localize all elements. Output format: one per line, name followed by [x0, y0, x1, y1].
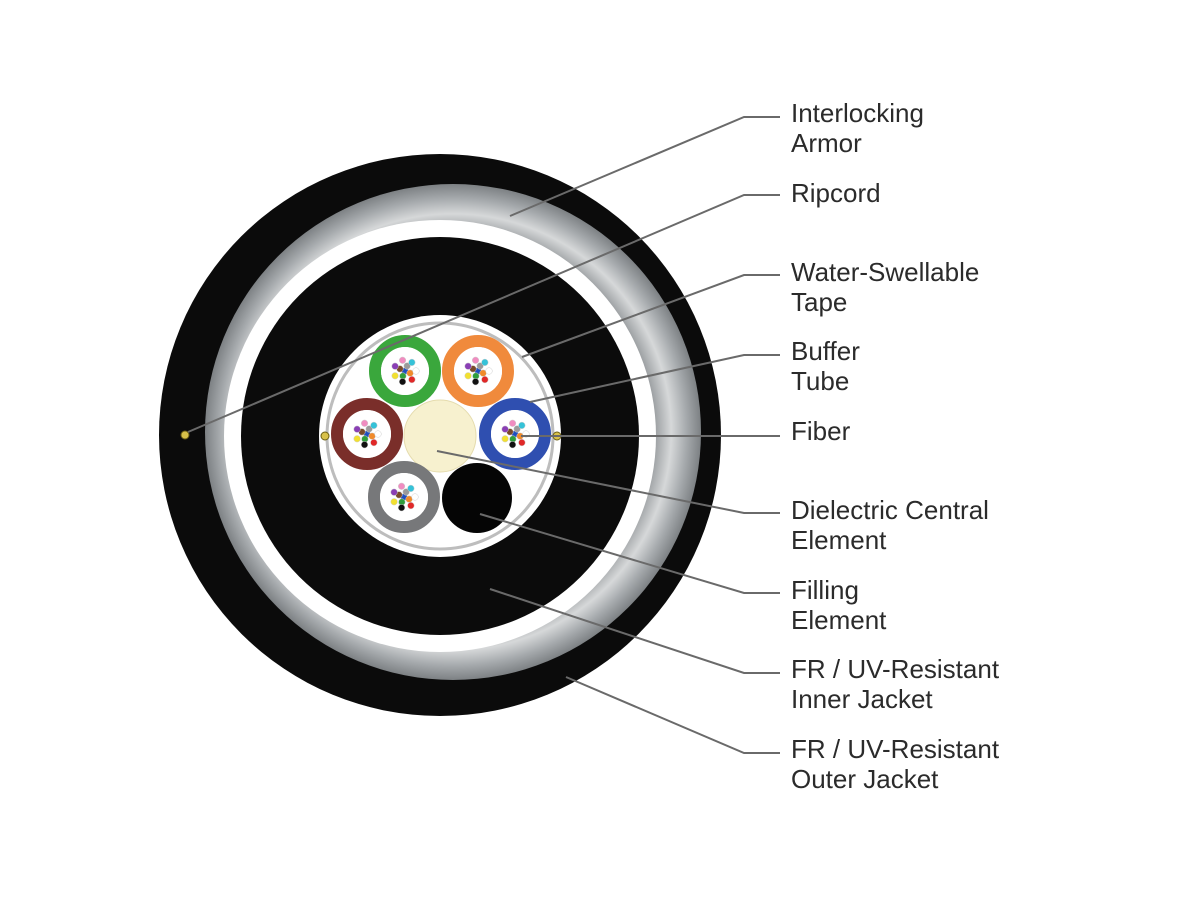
fiber: [481, 376, 489, 384]
ripcord-marker: [180, 430, 190, 440]
buffer-tube: [442, 335, 514, 407]
leader-line: [187, 194, 780, 433]
label-line: Tape: [791, 287, 847, 317]
label-line: Water-Swellable: [791, 257, 979, 287]
label-ripcord: Ripcord: [791, 178, 881, 208]
label-buffer-tube: Buffer Tube: [791, 336, 867, 396]
fiber: [518, 421, 526, 429]
fiber: [370, 421, 378, 429]
buffer-tube: [479, 398, 551, 470]
fiber: [405, 495, 413, 503]
fiber: [464, 362, 472, 370]
leader-line: [436, 450, 780, 514]
label-inner-jacket: FR / UV-Resistant Inner Jacket: [791, 654, 1006, 714]
fiber: [398, 504, 406, 512]
fiber: [472, 378, 480, 386]
label-dielectric-central-element: Dielectric Central Element: [791, 495, 996, 555]
fiber: [481, 358, 489, 366]
fiber: [368, 432, 376, 440]
fiber: [403, 362, 411, 370]
fiber: [365, 425, 373, 433]
fiber: [370, 439, 378, 447]
fiber: [374, 430, 382, 438]
label-line: FR / UV-Resistant: [791, 654, 1000, 684]
fiber: [407, 502, 415, 510]
fiber: [402, 488, 410, 496]
buffer-tube: [331, 398, 403, 470]
fiber: [361, 441, 369, 449]
fiber: [479, 369, 487, 377]
leader-line: [479, 513, 780, 594]
buffer-tube-wall: [369, 335, 441, 407]
label-line: Filling: [791, 575, 859, 605]
label-line: Ripcord: [791, 178, 881, 208]
fiber: [408, 376, 416, 384]
leader-line: [489, 588, 780, 674]
fiber: [407, 484, 415, 492]
label-line: Armor: [791, 128, 862, 158]
fiber: [518, 439, 526, 447]
label-line: FR / UV-Resistant: [791, 734, 1000, 764]
fiber: [399, 356, 407, 364]
label-outer-jacket: FR / UV-Resistant Outer Jacket: [791, 734, 1006, 794]
buffer-tube: [368, 461, 440, 533]
label-line: Fiber: [791, 416, 851, 446]
fiber: [501, 435, 509, 443]
fiber: [390, 498, 398, 506]
label-line: Dielectric Central: [791, 495, 989, 525]
leader-line: [509, 116, 780, 217]
label-line: Outer Jacket: [791, 764, 939, 794]
label-water-swellable-tape: Water-Swellable Tape: [791, 257, 987, 317]
label-line: Buffer: [791, 336, 860, 366]
label-fiber: Fiber: [791, 416, 851, 446]
fiber: [513, 425, 521, 433]
label-line: Element: [791, 605, 887, 635]
fiber: [476, 362, 484, 370]
buffer-tube-wall: [479, 398, 551, 470]
label-line: Element: [791, 525, 887, 555]
buffer-tube-wall: [368, 461, 440, 533]
filling-element: [442, 463, 512, 533]
leader-line: [521, 274, 780, 358]
fiber: [353, 425, 361, 433]
fiber: [509, 419, 517, 427]
label-line: Tube: [791, 366, 849, 396]
fiber: [406, 369, 414, 377]
leader-line: [529, 354, 780, 403]
leader-line: [565, 676, 780, 754]
fiber: [411, 493, 419, 501]
label-line: Interlocking: [791, 98, 924, 128]
fiber: [464, 372, 472, 380]
label-interlocking-armor: Interlocking Armor: [791, 98, 931, 158]
fiber: [485, 367, 493, 375]
buffer-tube: [369, 335, 441, 407]
buffer-tube-wall: [331, 398, 403, 470]
label-filling-element: Filling Element: [791, 575, 887, 635]
label-line: Inner Jacket: [791, 684, 933, 714]
fiber: [398, 482, 406, 490]
fiber: [391, 362, 399, 370]
fiber: [408, 358, 416, 366]
fiber: [412, 367, 420, 375]
fiber: [501, 425, 509, 433]
fiber: [361, 419, 369, 427]
fiber: [391, 372, 399, 380]
fiber: [509, 441, 517, 449]
fiber: [390, 488, 398, 496]
fiber: [353, 435, 361, 443]
ripcord-marker: [320, 431, 330, 441]
dielectric-central-element: [403, 399, 477, 473]
buffer-tube-wall: [442, 335, 514, 407]
fiber: [399, 378, 407, 386]
fiber: [472, 356, 480, 364]
